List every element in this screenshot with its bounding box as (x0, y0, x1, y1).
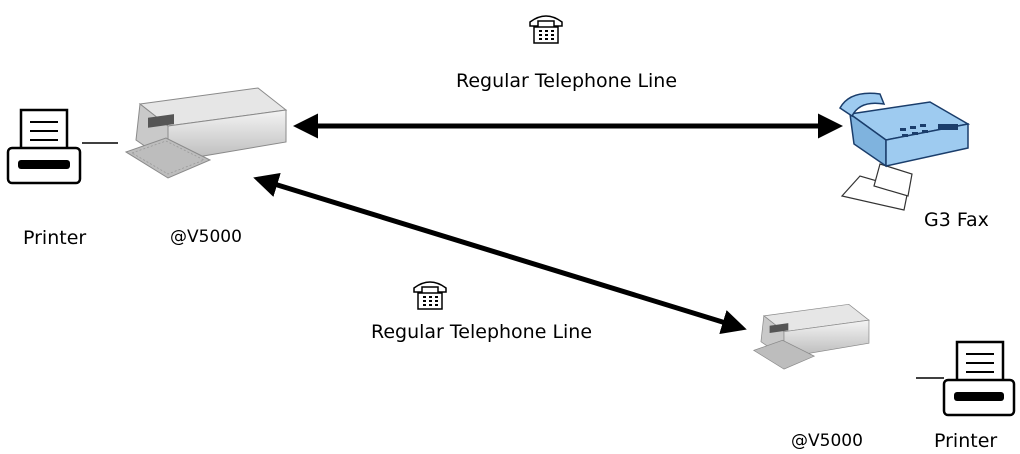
printer-right-label: Printer (934, 430, 998, 452)
device-right-label: @V5000 (791, 431, 863, 451)
fax-label: G3 Fax (924, 209, 989, 231)
printer-icon (942, 340, 1016, 417)
device-left-label: @V5000 (170, 227, 242, 247)
telephone-icon (529, 15, 563, 44)
scanner-device-icon (124, 87, 288, 179)
telephone-line-arrow (253, 172, 747, 335)
middle-line-label: Regular Telephone Line (371, 321, 593, 343)
top-line-label: Regular Telephone Line (456, 70, 678, 92)
printer-icon (6, 108, 82, 185)
fax-machine-icon (839, 92, 971, 211)
scanner-device-icon (752, 303, 870, 370)
telephone-icon (413, 281, 447, 310)
printer-left-label: Printer (23, 227, 87, 249)
